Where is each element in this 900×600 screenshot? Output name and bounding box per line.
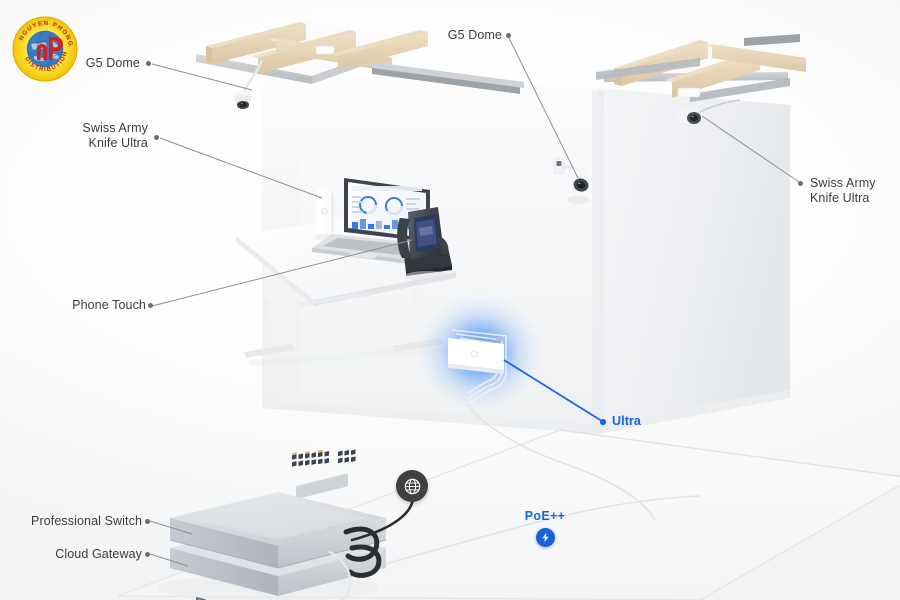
callout-dot-cloud-gateway xyxy=(145,552,150,557)
callout-dot-swiss-army-left xyxy=(154,135,159,140)
callout-swiss-army-left: Swiss Army Knife Ultra xyxy=(82,121,148,150)
leader-g5-dome-top xyxy=(507,35,579,179)
callout-g5-dome-top: G5 Dome xyxy=(447,28,502,42)
callout-dot-swiss-army-right xyxy=(798,181,803,186)
leader-swiss-army-left xyxy=(159,137,323,199)
cable-runs xyxy=(341,403,701,577)
laptop-device xyxy=(312,178,430,264)
callout-dot-ultra xyxy=(600,419,606,425)
callout-g5-dome-left: G5 Dome xyxy=(85,56,140,70)
callout-dot-g5-dome-top xyxy=(506,33,511,38)
leader-ultra xyxy=(503,359,603,422)
wall-ap-device xyxy=(418,294,601,421)
callout-dot-professional-switch xyxy=(145,519,150,524)
globe-icon xyxy=(404,478,420,494)
leader-swiss-army-right xyxy=(701,115,803,185)
leader-professional-switch xyxy=(149,520,193,535)
callout-dot-phone-touch xyxy=(148,303,153,308)
wall-camera-device xyxy=(553,157,590,204)
callout-ultra: Ultra xyxy=(612,414,641,428)
callout-dot-g5-dome-left xyxy=(146,61,151,66)
ceiling-camera-right-device xyxy=(676,99,741,124)
poe-label: PoE++ xyxy=(524,509,566,523)
callout-swiss-army-right: Swiss Army Knife Ultra xyxy=(810,176,876,205)
leader-phone-touch xyxy=(151,239,413,307)
callout-professional-switch: Professional Switch xyxy=(31,514,142,528)
leader-cloud-gateway xyxy=(149,553,189,567)
poe-icon-badge xyxy=(535,528,555,547)
rack-stack xyxy=(158,449,415,600)
ceiling-slab-left xyxy=(196,22,524,109)
poe-badge-group: PoE++ xyxy=(508,509,582,547)
ceiling-camera-left-device xyxy=(233,90,253,109)
callout-cloud-gateway: Cloud Gateway xyxy=(55,547,142,561)
leader-g5-dome-left xyxy=(151,63,253,91)
wan-globe-badge xyxy=(396,470,428,502)
callout-phone-touch: Phone Touch xyxy=(72,298,146,312)
ceiling-slab-right xyxy=(596,34,806,124)
bolt-icon xyxy=(541,532,549,543)
brand-logo: NGUYEN PHONG DISTRIBUTION xyxy=(12,16,78,82)
voip-phone-device xyxy=(397,207,452,281)
